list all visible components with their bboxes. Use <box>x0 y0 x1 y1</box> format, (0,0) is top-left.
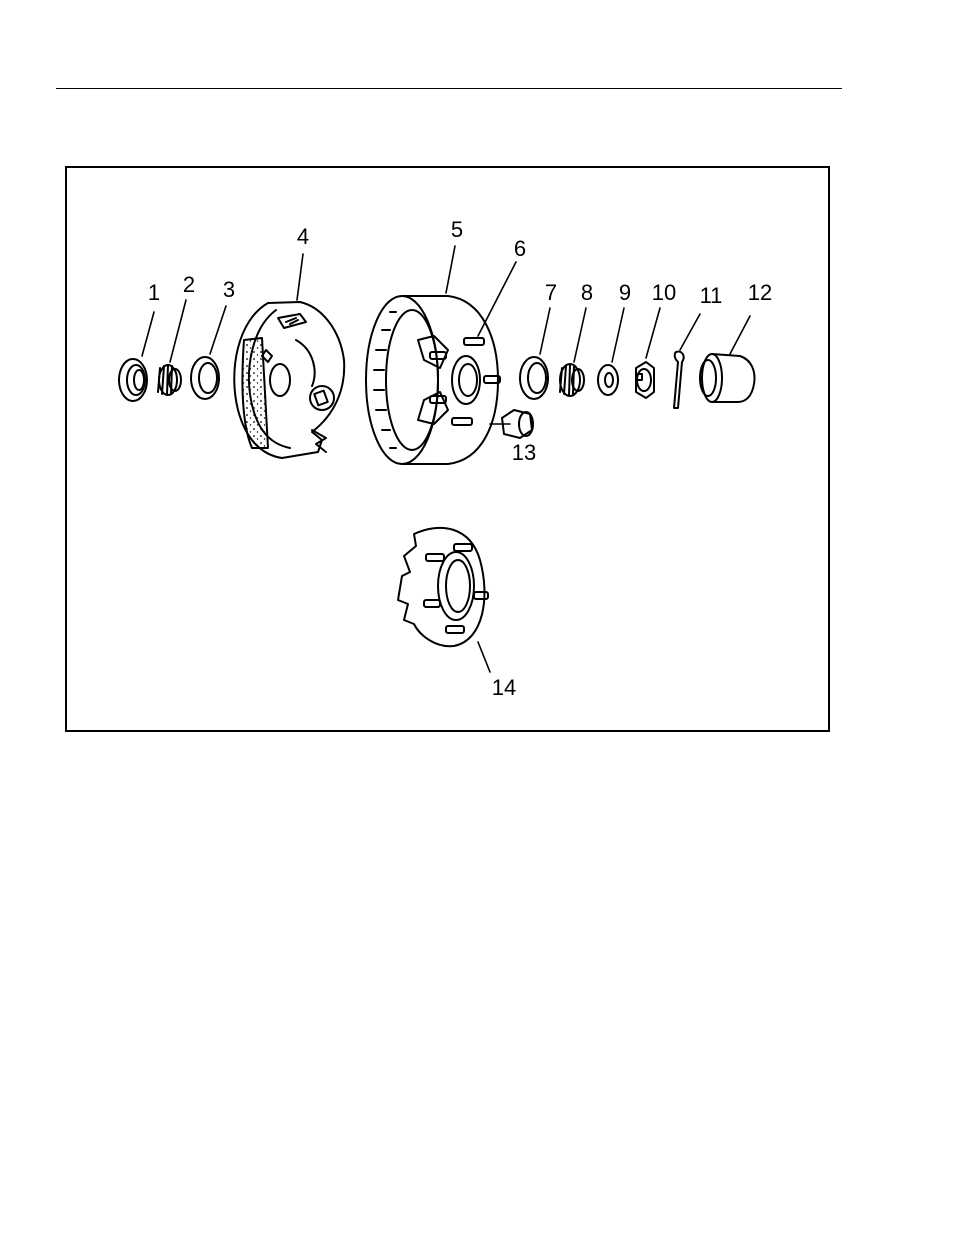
callout-9: 9 <box>619 280 631 305</box>
part-3-grease-seal <box>191 357 219 399</box>
callout-12: 12 <box>748 280 772 305</box>
part-10-castle-nut <box>636 362 654 398</box>
leader-lines <box>142 246 750 672</box>
callout-6: 6 <box>514 236 526 261</box>
callout-10: 10 <box>652 280 676 305</box>
callout-14: 14 <box>492 675 516 700</box>
part-5-drum <box>366 296 498 464</box>
callout-13: 13 <box>512 440 536 465</box>
callout-5: 5 <box>451 217 463 242</box>
part-6-wheel-studs <box>430 338 500 425</box>
callout-1: 1 <box>148 280 160 305</box>
part-8-bearing-cone <box>560 364 584 396</box>
part-4-brake-assembly <box>234 302 344 458</box>
callout-11: 11 <box>700 283 723 308</box>
part-2-bearing-cone <box>158 365 181 395</box>
callout-8: 8 <box>581 280 593 305</box>
callout-7: 7 <box>545 280 557 305</box>
part-9-washer <box>598 365 618 395</box>
callout-4: 4 <box>297 224 309 249</box>
part-7-bearing-cup <box>520 357 548 399</box>
part-1-bearing-cup <box>119 359 147 401</box>
part-11-cotter-pin <box>674 352 684 408</box>
callout-3: 3 <box>223 277 235 302</box>
callout-2: 2 <box>183 272 195 297</box>
part-12-dust-cap <box>700 354 754 402</box>
part-14-hub <box>398 528 488 646</box>
